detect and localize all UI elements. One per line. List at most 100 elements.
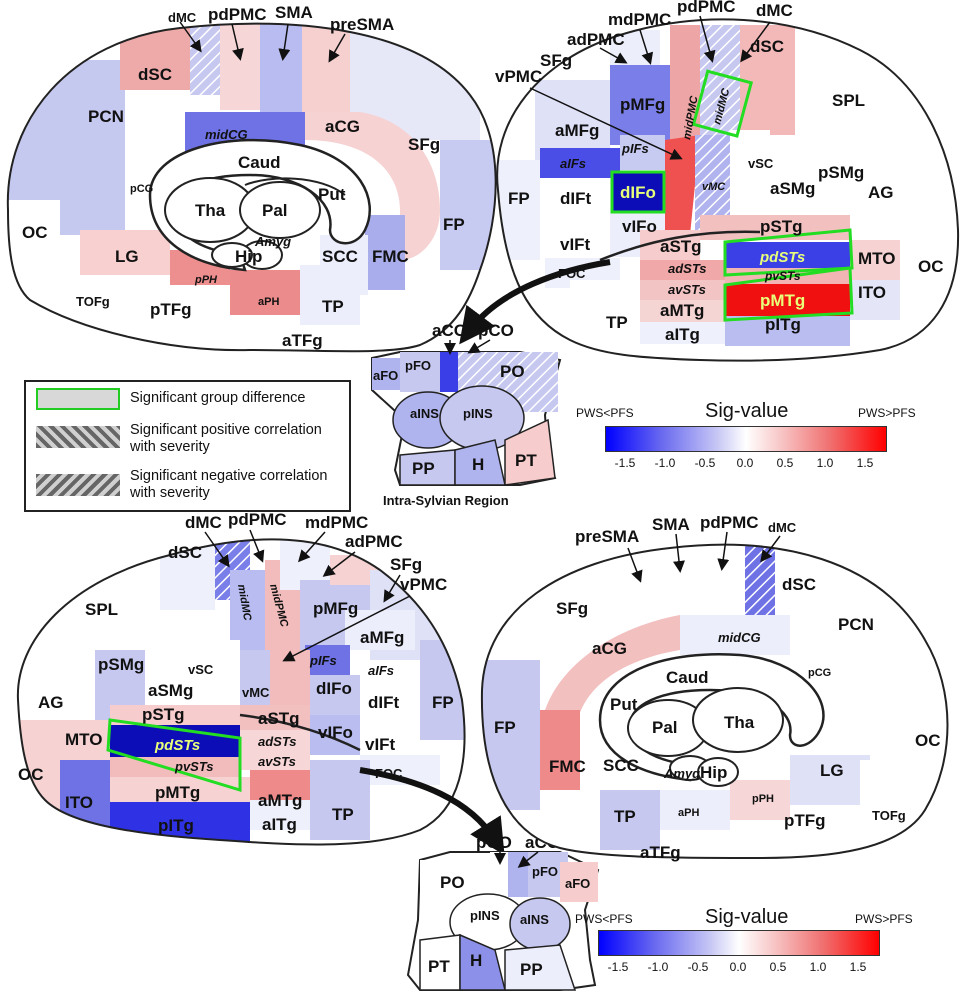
- colorbar-tick-label: 1.0: [816, 456, 834, 470]
- region-aitg: [640, 322, 725, 344]
- region-pph-mr: [730, 780, 790, 820]
- colorbar-tick-label: 1.5: [856, 456, 874, 470]
- label-pp-bottom: PP: [520, 960, 543, 979]
- label-ito: ITO: [858, 283, 886, 302]
- label-pco-bottom: pCO: [476, 833, 512, 852]
- label-afo-top: aFO: [373, 368, 398, 383]
- label-mdpmc-r: mdPMC: [305, 513, 368, 532]
- colorbar-bottom-right-label: PWS>PFS: [855, 912, 913, 926]
- label-pp-top: PP: [412, 459, 435, 478]
- label-atfg: aTFg: [282, 331, 323, 350]
- colorbar-tick-label: 0.0: [729, 960, 747, 974]
- region-difo: [612, 172, 664, 212]
- legend-label-negative: Significant negative correlation with se…: [130, 468, 328, 501]
- region-pdpmc: [220, 23, 260, 110]
- region-pcn-mr: [820, 560, 930, 670]
- region-ito: [850, 280, 900, 320]
- label-sfg-mr: SFg: [556, 599, 588, 618]
- label-sma: SMA: [275, 3, 313, 22]
- colorbar-top-right-label: PWS>PFS: [858, 406, 916, 420]
- label-fp-r: FP: [432, 693, 454, 712]
- label-asmg: aSMg: [770, 179, 815, 198]
- region-sma-mr: [660, 545, 700, 615]
- region-vpmc: [665, 135, 700, 240]
- label-po-top: PO: [500, 362, 525, 381]
- region-lg-mr: [790, 755, 870, 805]
- label-aph: aPH: [258, 296, 279, 308]
- label-dmc-l: dMC: [756, 1, 793, 20]
- label-pcg: pCG: [130, 183, 153, 195]
- sylvian-inset-top: aCO pCO pFO aFO PO aINS pINS PP H PT Int…: [371, 321, 562, 508]
- region-acg-mr: [540, 615, 680, 740]
- region-pmtg-r: [110, 777, 250, 802]
- label-tha: Tha: [195, 201, 226, 220]
- region-pt: [504, 418, 556, 486]
- label-spl: SPL: [832, 91, 865, 110]
- region-aitg-r: [250, 800, 320, 830]
- region-dift: [540, 180, 610, 230]
- label-dmc-mr: dMC: [768, 520, 797, 535]
- region-midcg-mr: [680, 615, 790, 655]
- label-adpmc: adPMC: [567, 30, 625, 49]
- label-tp-mr: TP: [614, 807, 636, 826]
- label-adsts: adSTs: [668, 261, 707, 276]
- label-mto: MTO: [858, 249, 895, 268]
- region-aco: [440, 352, 458, 392]
- region-adsts: [640, 260, 725, 280]
- label-acg-mr: aCG: [592, 639, 627, 658]
- region-afo-b: [560, 862, 598, 902]
- region-aifs: [540, 148, 620, 178]
- label-dift: dIFt: [560, 189, 591, 208]
- region-amfg-r: [345, 610, 415, 650]
- label-vmc-r: vMC: [242, 685, 270, 700]
- label-vift-r: vIFt: [365, 735, 396, 754]
- label-fp-l: FP: [508, 189, 530, 208]
- label-pph: pPH: [194, 274, 218, 286]
- label-dsc-mr: dSC: [782, 575, 816, 594]
- label-pvsts: pvSTs: [764, 269, 801, 283]
- label-pcg-mr: pCG: [808, 667, 831, 679]
- region-pco-b: [490, 852, 508, 897]
- label-pal: Pal: [262, 201, 288, 220]
- label-lg: LG: [115, 247, 139, 266]
- label-pitg: pITg: [765, 315, 801, 334]
- label-fp: FP: [443, 215, 465, 234]
- label-pt-top: PT: [515, 451, 537, 470]
- region-pitg: [725, 316, 850, 346]
- label-midcg: midCG: [205, 127, 248, 142]
- colorbar-bottom-title: Sig-value: [705, 906, 789, 928]
- label-hip: Hip: [235, 247, 262, 266]
- region-pifs-r: [305, 645, 350, 675]
- region-tofg-mr: [860, 760, 905, 820]
- region-mto: [850, 240, 900, 280]
- region-tp-mr: [600, 790, 660, 850]
- region-presma-mr: [600, 545, 660, 615]
- label-dsc-l: dSC: [750, 37, 784, 56]
- label-pifs: pIFs: [621, 141, 649, 156]
- region-aph: [230, 270, 300, 315]
- region-acg: [305, 112, 440, 260]
- label-amtg: aMTg: [660, 301, 704, 320]
- label-vmc: vMC: [702, 181, 726, 193]
- label-ptfg-mr: pTFg: [784, 811, 826, 830]
- colorbar-tick-label: -1.0: [654, 456, 676, 470]
- label-pfo-bottom: pFO: [532, 864, 558, 879]
- label-pmtg-r: pMTg: [155, 783, 200, 802]
- region-amtg-r: [250, 770, 320, 800]
- label-pitg-r: pITg: [158, 816, 194, 835]
- label-pmfg-r: pMFg: [313, 599, 358, 618]
- label-midcg-mr: midCG: [718, 630, 761, 645]
- label-pins-top: pINS: [463, 406, 493, 421]
- label-caud: Caud: [238, 153, 281, 172]
- legend-swatch-group: [36, 388, 120, 410]
- label-tp-r: TP: [332, 805, 354, 824]
- label-vpmc-r: vPMC: [400, 575, 447, 594]
- label-tp-l: TP: [606, 313, 628, 332]
- label-vpmc: vPMC: [495, 67, 542, 86]
- region-presma: [302, 23, 350, 120]
- legend: Significant group difference Significant…: [24, 380, 351, 512]
- label-pcn-mr: PCN: [838, 615, 874, 634]
- label-vifo-r: vIFo: [318, 723, 353, 742]
- label-adsts-r: adSTs: [258, 734, 297, 749]
